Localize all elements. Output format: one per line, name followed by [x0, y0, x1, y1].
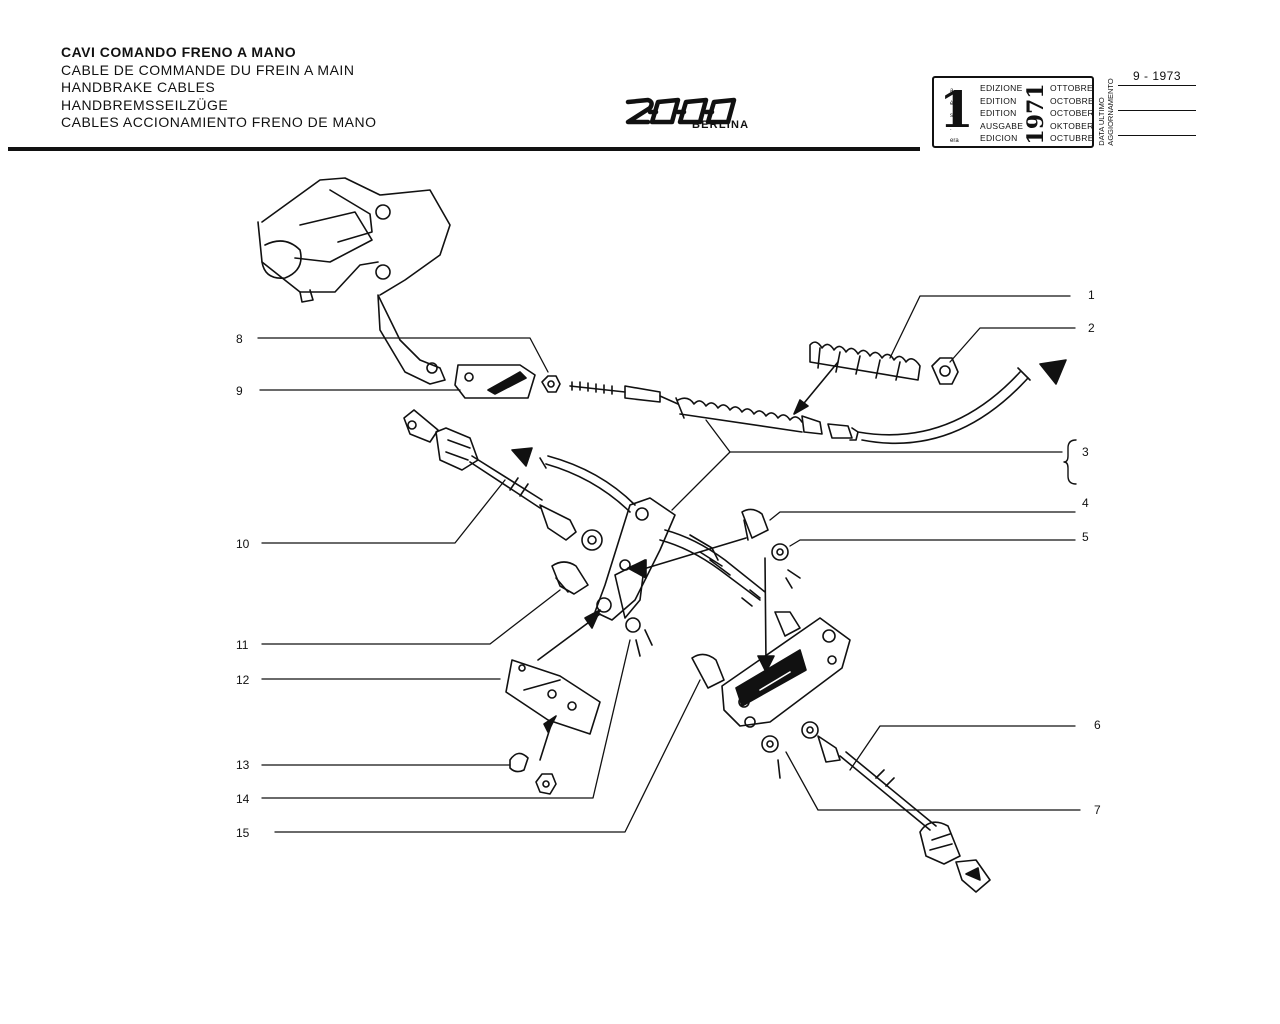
cable-mid [547, 455, 636, 506]
logo-2000 [625, 97, 737, 125]
callout-9: 9 [236, 384, 243, 398]
part-12-plate [505, 659, 601, 735]
part-3-sheath-spring [675, 397, 859, 441]
header-rule [8, 147, 920, 151]
callout-1: 1 [1088, 288, 1095, 302]
callout-5: 5 [1082, 530, 1089, 544]
suffix-fr: ère [950, 100, 959, 107]
month-es: OCTUBRE [1050, 133, 1094, 144]
callout-15: 15 [236, 826, 250, 840]
right-cable-end [801, 721, 991, 893]
part-8-nut [541, 375, 561, 393]
hand-lever-assembly [257, 177, 451, 385]
update-labels: DATA ULTIMO AGGIORNAMENTO [1096, 72, 1116, 152]
edition-label-de: AUSGABE [980, 120, 1024, 131]
suffix-es: era [950, 138, 959, 145]
month-de: OKTOBER [1050, 120, 1094, 131]
callout-11: 11 [236, 638, 249, 652]
edition-label-es: EDICION [980, 133, 1018, 144]
arrow-left-cable [511, 447, 533, 467]
edition-suffixes: a ère st . era [950, 85, 959, 148]
callout-7: 7 [1094, 803, 1101, 817]
arrow-down-bracket [764, 557, 767, 665]
edition-box: 1 a ère st . era EDIZIONE EDITION EDITIO… [932, 76, 1094, 148]
edition-label-fr: EDITION [980, 95, 1017, 106]
part-2-nut [931, 357, 959, 385]
update-date: 9 - 1973 [1133, 69, 1182, 83]
cotter-pin-5 [785, 569, 801, 589]
part-5-washer [771, 543, 789, 561]
arrow-to-sheath [799, 361, 839, 409]
month-en: OCTOBER [1050, 108, 1094, 119]
equaliser-lever [594, 497, 676, 657]
callout-4: 4 [1082, 496, 1089, 510]
part-7-washer [761, 735, 779, 753]
suffix-en: st [950, 113, 955, 120]
part-15-pin [691, 653, 725, 689]
suffix-it: a [950, 88, 954, 94]
update-line-2 [1118, 110, 1196, 112]
callout-3: 3 [1082, 445, 1089, 459]
callout-12: 12 [236, 673, 250, 687]
part-14-nut [535, 773, 557, 795]
month-fr: OCTOBRE [1050, 95, 1094, 106]
title-it: CAVI COMANDO FRENO A MANO [61, 44, 297, 60]
part-9-plate [454, 364, 536, 399]
part-13-clip [509, 752, 529, 773]
callout-leaders [257, 295, 1081, 833]
edition-year: 1971 [1023, 83, 1049, 145]
callout-13: 13 [236, 758, 250, 772]
title-de: HANDBREMSSEILZÜGE [61, 96, 229, 113]
logo-subtitle: BERLINA [692, 119, 750, 131]
title-fr: CABLE DE COMMANDE DU FREIN A MAIN [61, 61, 355, 78]
part-11-pin [551, 561, 589, 595]
edition-months: OTTOBRE OCTOBRE OCTOBER OKTOBER OCTUBRE [1050, 82, 1094, 145]
cable-right [857, 371, 1021, 436]
arrow-pin-to-lever [639, 537, 747, 571]
edition-label-it: EDIZIONE [980, 83, 1023, 93]
callout-2: 2 [1088, 321, 1095, 335]
part-4-pin [741, 508, 769, 539]
edition-year-text: 1971 [1023, 83, 1049, 145]
title-en: HANDBRAKE CABLES [61, 79, 216, 96]
right-bracket [721, 617, 851, 728]
callout-10: 10 [236, 537, 250, 551]
edition-labels: EDIZIONE EDITION EDITION AUSGABE EDICION [980, 82, 1023, 145]
update-line-1 [1118, 85, 1196, 87]
part-1-spring-cover [809, 341, 921, 381]
update-line-3 [1118, 135, 1196, 137]
callout-8: 8 [236, 332, 243, 346]
title-block: CAVI COMANDO FRENO A MANO CABLE DE COMMA… [61, 44, 376, 132]
update-label-1: DATA ULTIMO [1097, 97, 1106, 146]
left-cable-end [403, 409, 603, 551]
threaded-rod [569, 385, 626, 393]
edition-label-en: EDITION [980, 108, 1017, 119]
edition-number: 1 [939, 80, 974, 139]
clevis [624, 385, 661, 403]
suffix-de: . [950, 125, 952, 132]
callout-14: 14 [236, 792, 250, 806]
title-es: CABLES ACCIONAMIENTO FRENO DE MANO [61, 114, 377, 131]
month-it: OTTOBRE [1050, 83, 1094, 93]
callout-6: 6 [1094, 718, 1101, 732]
update-label-2: AGGIORNAMENTO [1106, 78, 1115, 146]
